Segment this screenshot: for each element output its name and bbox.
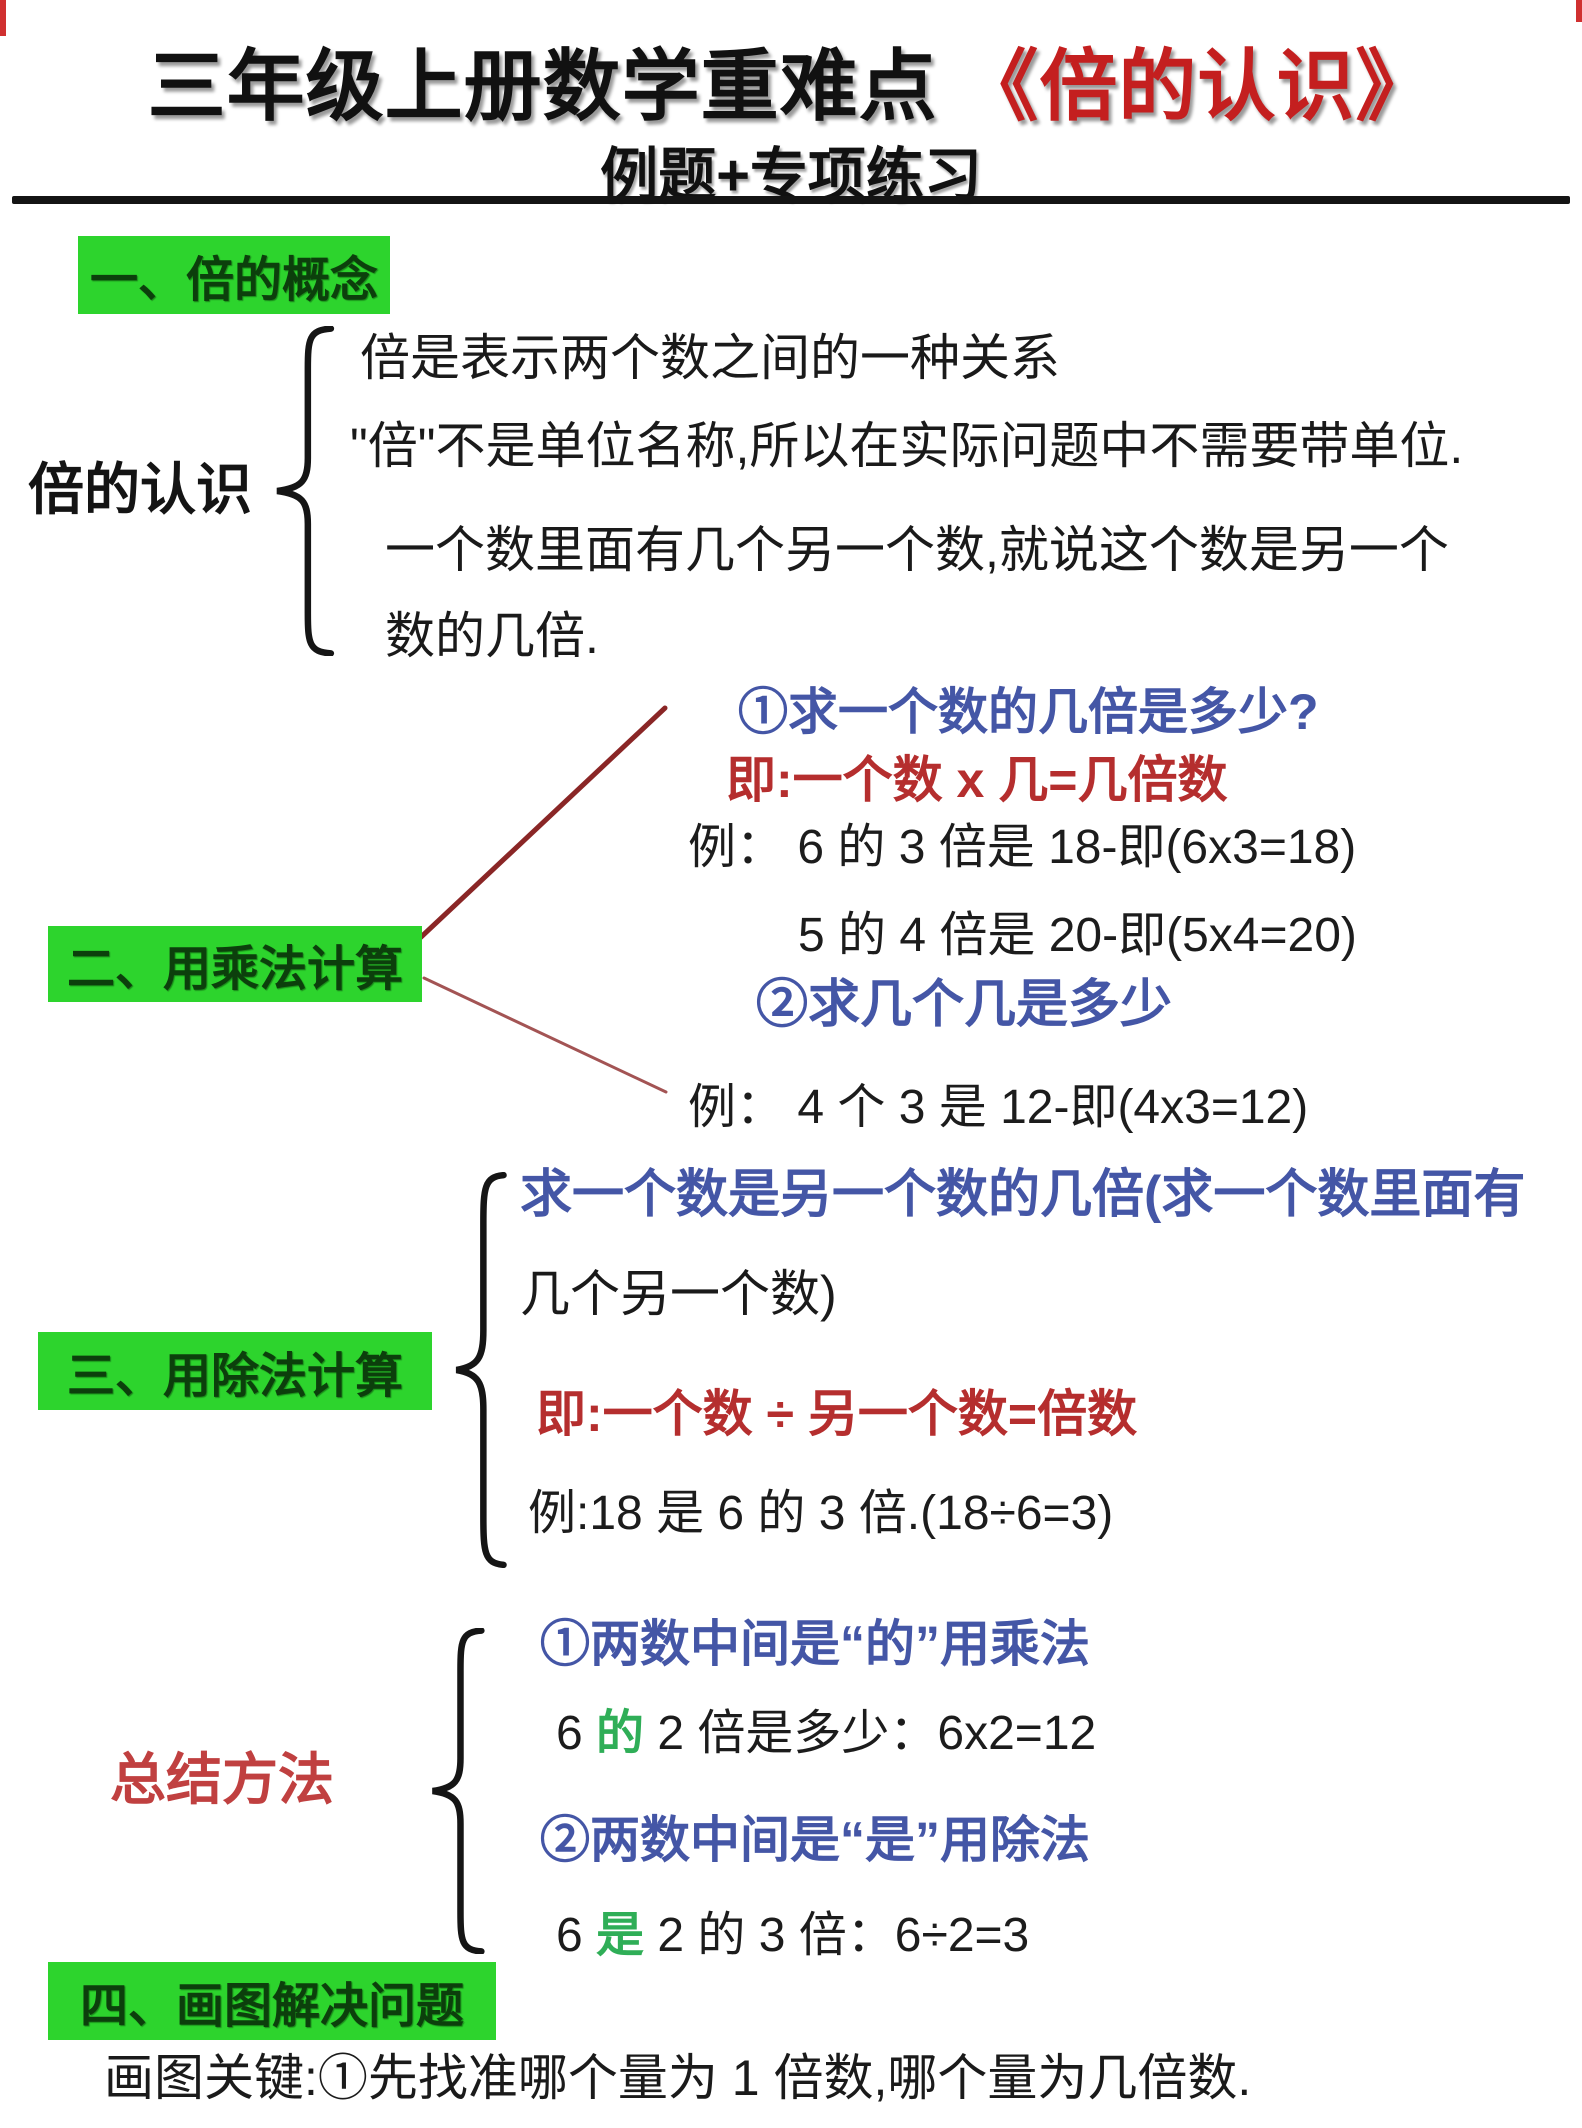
summary-example-1-prefix: 6 — [556, 1707, 597, 1760]
title-divider — [12, 196, 1570, 204]
multiply-case2-title: ②求几个几是多少 — [756, 976, 1173, 1034]
multiply-case1-title: ①求一个数的几倍是多少? — [738, 684, 1319, 740]
summary-example-2-prefix: 6 — [556, 1909, 597, 1962]
section4-badge: 四、画图解决问题 — [48, 1962, 496, 2040]
section2-badge: 二、用乘法计算 — [48, 926, 422, 1002]
curly-brace-section3 — [452, 1172, 508, 1568]
summary-rule-1: ①两数中间是“的”用乘法 — [540, 1616, 1090, 1672]
summary-example-2-suffix: 2 的 3 倍：6÷2=3 — [644, 1909, 1030, 1962]
mindmap-label-bei-de-renshi: 倍的认识 — [28, 458, 252, 521]
multiply-case1-rule: 即:一个数 x 几=几倍数 — [726, 752, 1228, 808]
curly-brace-summary — [428, 1628, 486, 1954]
concept-line-1: 倍是表示两个数之间的一种关系 — [360, 330, 1060, 386]
concept-line-4: 数的几倍. — [385, 608, 599, 664]
summary-label: 总结方法 — [110, 1748, 334, 1811]
connector-line-up — [417, 705, 668, 941]
page-title-main: 三年级上册数学重难点 — [147, 42, 938, 130]
division-desc-black: 几个另一个数) — [520, 1266, 837, 1322]
photo-edge-artifact-left — [0, 0, 6, 36]
summary-example-1-keyword: 的 — [596, 1707, 645, 1760]
multiply-case2-example: 例： 4 个 3 是 12-即(4x3=12) — [688, 1081, 1309, 1134]
division-rule: 即:一个数 ÷ 另一个数=倍数 — [536, 1386, 1138, 1442]
connector-line-down — [422, 976, 668, 1094]
concept-line-3: 一个数里面有几个另一个数,就说这个数是另一个 — [385, 522, 1449, 578]
division-desc-blue: 求一个数是另一个数的几倍(求一个数里面有 — [520, 1166, 1526, 1224]
photo-edge-artifact-right — [1576, 0, 1582, 22]
summary-example-2-keyword: 是 — [596, 1909, 645, 1962]
curly-brace-section1 — [272, 326, 336, 656]
summary-example-1-suffix: 2 倍是多少：6x2=12 — [644, 1707, 1097, 1760]
summary-rule-2: ②两数中间是“是”用除法 — [540, 1812, 1090, 1868]
division-example: 例:18 是 6 的 3 倍.(18÷6=3) — [528, 1487, 1114, 1540]
section3-badge: 三、用除法计算 — [38, 1332, 432, 1410]
section1-badge: 一、倍的概念 — [78, 236, 390, 314]
page-title: 三年级上册数学重难点 《倍的认识》 — [0, 24, 1582, 136]
page-title-highlight: 《倍的认识》 — [937, 42, 1435, 130]
multiply-example-1: 例： 6 的 3 倍是 18-即(6x3=18) — [688, 821, 1357, 874]
concept-line-2: "倍"不是单位名称,所以在实际问题中不需要带单位. — [350, 418, 1464, 474]
summary-example-1: 6 的 2 倍是多少：6x2=12 — [556, 1706, 1096, 1761]
drawing-key-note: 画图关键:①先找准哪个量为 1 倍数,哪个量为几倍数. — [104, 2050, 1252, 2106]
summary-example-2: 6 是 2 的 3 倍：6÷2=3 — [556, 1908, 1029, 1963]
multiply-example-2: 5 的 4 倍是 20-即(5x4=20) — [798, 909, 1357, 962]
